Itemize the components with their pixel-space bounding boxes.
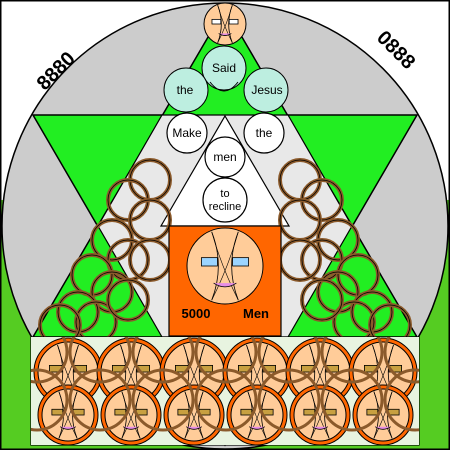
- row-ring: [383, 368, 419, 432]
- face-arc: [121, 391, 141, 439]
- face-arc: [373, 391, 393, 439]
- mouth: [122, 426, 140, 430]
- row-ring: [131, 368, 195, 432]
- face-arc: [310, 391, 330, 439]
- face-arc: [121, 391, 141, 439]
- row-ring: [194, 368, 258, 432]
- vesica-arc: [209, 81, 239, 92]
- word-to: to: [220, 188, 229, 200]
- row-ring: [320, 368, 384, 432]
- face-arc: [58, 391, 78, 439]
- face-arc: [217, 5, 233, 44]
- word-circle-the: [163, 67, 209, 113]
- row-ring: [131, 337, 195, 384]
- mouth: [374, 426, 392, 430]
- mouth: [59, 426, 77, 430]
- left-ring-cluster: [38, 158, 172, 347]
- row-ring: [257, 337, 321, 384]
- word-make: Make: [172, 126, 202, 140]
- eye-left: [303, 408, 316, 416]
- eye-left: [240, 408, 253, 416]
- face-arc: [247, 391, 267, 439]
- face-circle: [41, 388, 95, 442]
- face-circle: [356, 388, 410, 442]
- word-said: Said: [212, 61, 236, 75]
- word-men: men: [213, 150, 236, 164]
- eye-left: [366, 408, 379, 416]
- face-arc: [211, 231, 239, 301]
- eye-right: [232, 257, 249, 267]
- ring-outline: [107, 279, 149, 321]
- face-arc: [184, 391, 204, 439]
- face-circle: [293, 388, 347, 442]
- eye-left: [211, 18, 222, 25]
- row-ring: [257, 368, 321, 432]
- face-arc: [184, 391, 204, 439]
- face-circle: [230, 388, 284, 442]
- center-face: [186, 227, 264, 305]
- mouth: [311, 426, 329, 430]
- face-circle: [203, 2, 247, 46]
- face-arc: [211, 231, 239, 301]
- face-arc: [310, 391, 330, 439]
- row-ring: [68, 368, 132, 432]
- panel-count: 5000: [182, 306, 211, 321]
- word-the-left: the: [177, 83, 194, 97]
- eye-left: [51, 408, 64, 416]
- word-the-right: the: [256, 126, 273, 140]
- eye-left: [114, 408, 127, 416]
- mouth: [218, 33, 232, 36]
- eye-left: [177, 408, 190, 416]
- top-face: [203, 2, 247, 46]
- word-circle-recline: [202, 177, 248, 223]
- row-ring: [31, 368, 69, 432]
- ring-outline: [301, 279, 343, 321]
- row-ring: [320, 337, 384, 384]
- eye-left: [201, 257, 218, 267]
- faces-row: [31, 337, 419, 445]
- mouth: [248, 426, 266, 430]
- face-circle: [167, 388, 221, 442]
- row-ring: [31, 337, 69, 384]
- face-arc: [217, 5, 233, 44]
- word-recline: recline: [209, 201, 241, 213]
- face-circle: [186, 227, 264, 305]
- face-arc: [211, 231, 219, 301]
- word-circle-make: [166, 112, 208, 154]
- face-arc: [231, 231, 239, 301]
- word-circle-said: [201, 45, 247, 91]
- row-ring: [383, 337, 419, 384]
- face-circle: [104, 388, 158, 442]
- word-circle-men: [204, 136, 246, 178]
- face-arc: [373, 391, 393, 439]
- face-arc: [58, 391, 78, 439]
- mouth: [213, 282, 237, 288]
- row-ring: [194, 337, 258, 384]
- panel-label: Men: [243, 306, 269, 321]
- word-circle-the-right: [243, 112, 285, 154]
- word-jesus: Jesus: [251, 83, 282, 97]
- word-circle-jesus: [243, 67, 289, 113]
- row-ring: [68, 337, 132, 384]
- face-arc: [247, 391, 267, 439]
- mouth: [185, 426, 203, 430]
- eye-right: [228, 18, 239, 25]
